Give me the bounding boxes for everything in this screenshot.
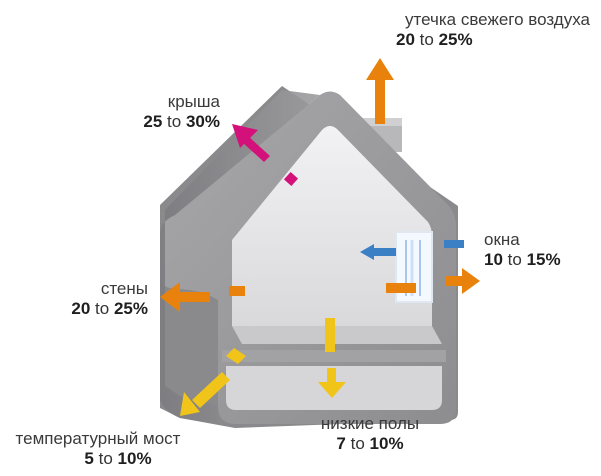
label-floors: низкие полы 7 to 10% — [300, 414, 440, 453]
label-air-leak-value: 20 to 25% — [396, 29, 473, 49]
window — [395, 231, 433, 303]
label-thermal-bridge-name: температурный мост — [15, 429, 181, 448]
house-side-wall — [160, 90, 320, 424]
label-thermal-bridge: температурный мост 5 to 10% — [0, 429, 196, 468]
thermal-bridge-arrow — [180, 348, 246, 416]
label-air-leak: утечка свежего воздуха 20 to 25% — [380, 10, 590, 49]
roof-arrow — [232, 124, 299, 187]
house-interior-floor — [232, 326, 442, 344]
window-blue-arrows — [360, 240, 464, 260]
air-leak-arrow — [366, 58, 394, 124]
label-roof: крыша 25 to 30% — [110, 92, 220, 131]
label-windows: окна 10 to 15% — [484, 230, 594, 269]
floor-slab — [222, 350, 446, 362]
label-roof-value: 25 to 30% — [143, 111, 220, 131]
label-walls: стены 20 to 25% — [40, 279, 148, 318]
label-walls-name: стены — [100, 279, 148, 298]
label-windows-value: 10 to 15% — [484, 249, 561, 269]
label-walls-value: 20 to 25% — [71, 298, 148, 318]
floors-arrow — [318, 318, 346, 398]
walls-arrow — [160, 282, 245, 312]
label-floors-name: низкие полы — [320, 414, 420, 433]
label-roof-name: крыша — [167, 92, 220, 111]
window-orange-arrow — [386, 268, 480, 294]
label-windows-name: окна — [484, 230, 520, 249]
house-interior-upper — [232, 126, 432, 326]
label-thermal-bridge-value: 5 to 10% — [84, 448, 152, 468]
label-air-leak-name: утечка свежего воздуха — [405, 10, 590, 29]
label-floors-value: 7 to 10% — [336, 433, 404, 453]
